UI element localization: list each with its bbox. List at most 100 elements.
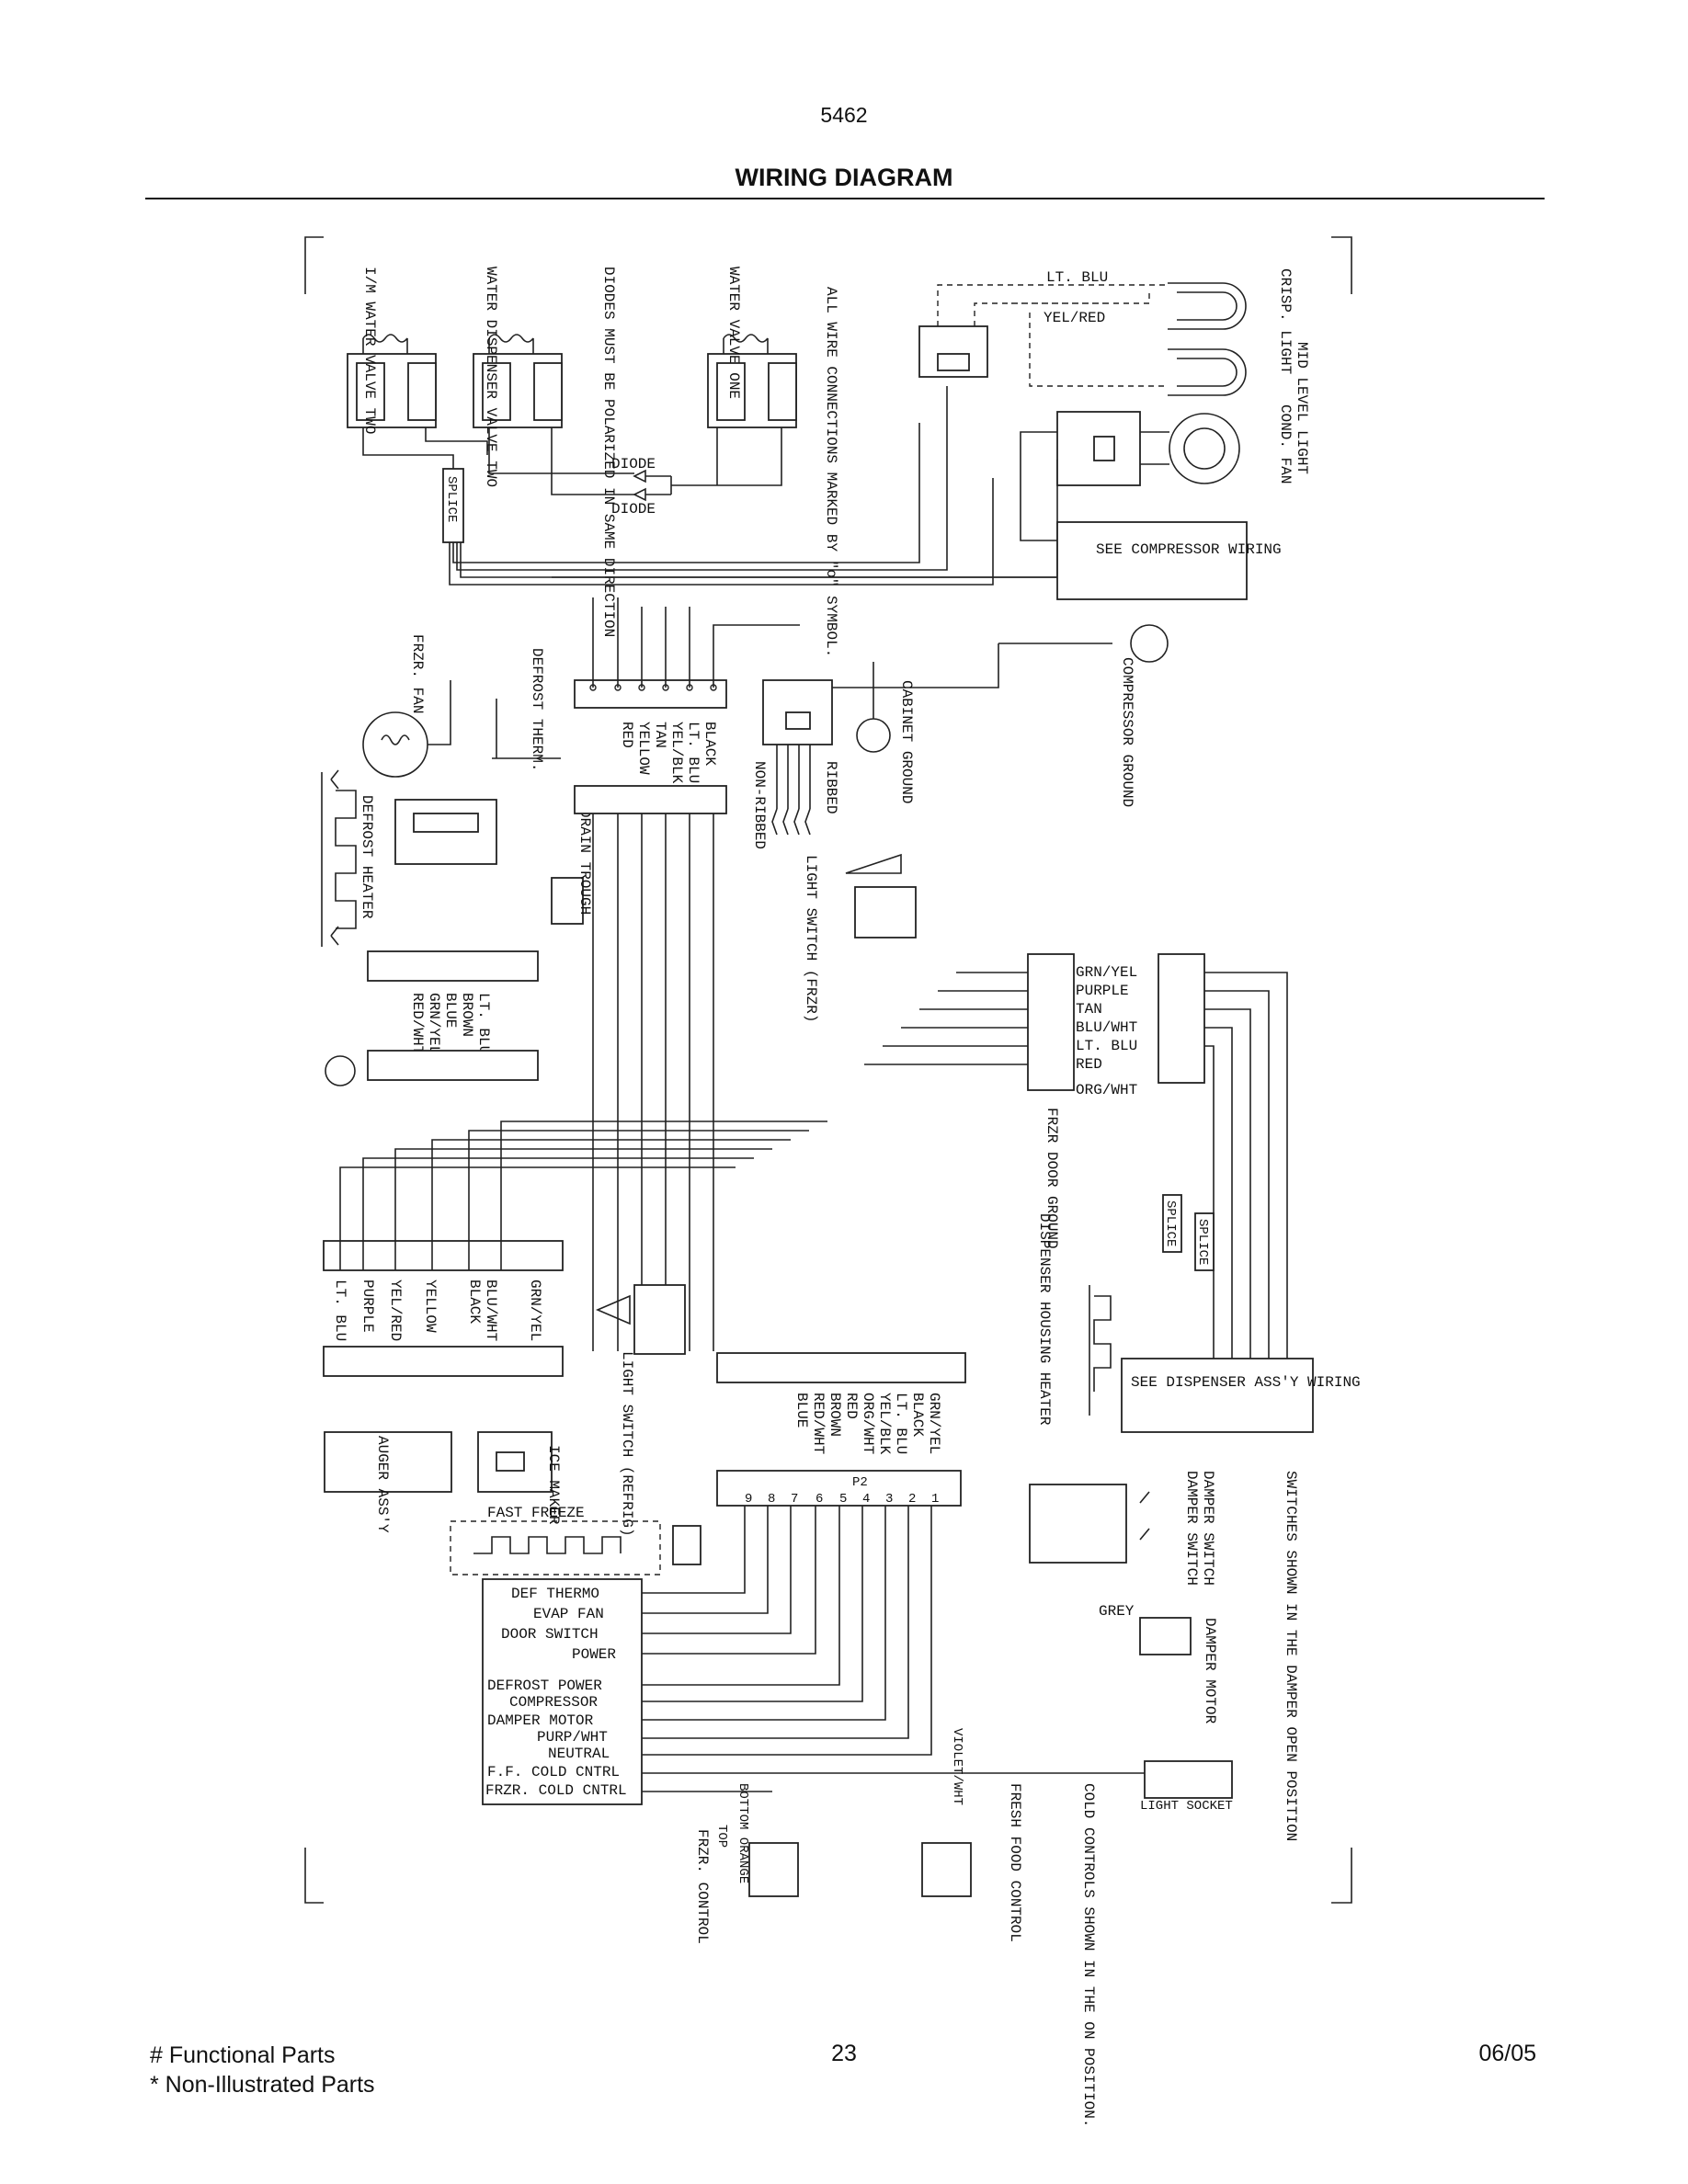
svg-text:DEFROST POWER: DEFROST POWER [487,1678,602,1694]
left-connector-1 [367,950,539,982]
splice-right-2 [1194,1212,1215,1271]
lower-connector [716,1352,966,1383]
svg-text:SPLICE: SPLICE [1195,1219,1210,1265]
svg-text:BLACK: BLACK [466,1280,483,1324]
page-title: WIRING DIAGRAM [735,164,953,191]
light-switch-frzr-label: LIGHT SWITCH (FRZR) [803,855,819,1022]
svg-text:PURPLE: PURPLE [1076,983,1129,999]
violet-wht-label: VIOLET/WHT [950,1728,964,1805]
svg-text:ORG/WHT: ORG/WHT [860,1393,876,1454]
dispenser-housing-heater-label: DISPENSER HOUSING HEATER [1036,1213,1053,1426]
damper-motor-label: DAMPER MOTOR [1202,1618,1218,1724]
frzr-door-ground-label: FRZR DOOR GROUND [1044,1108,1060,1249]
svg-text:RED/WHT: RED/WHT [409,993,426,1054]
light-switch-frzr [854,886,917,938]
svg-text:TAN: TAN [1076,1001,1102,1018]
see-dispenser-box [1121,1358,1314,1433]
svg-text:4: 4 [862,1492,870,1507]
page-date: 06/05 [1478,2041,1536,2066]
upper-connector-pins [589,684,717,691]
defrost-heater-label: DEFROST HEATER [359,795,375,919]
footer-legend: # Functional Parts * Non-Illustrated Par… [150,2041,375,2099]
mid-level-light [1168,348,1247,396]
svg-text:GRN/YEL: GRN/YEL [926,1393,942,1454]
see-compressor-box [1056,521,1248,600]
frame-corners [304,236,1352,1904]
cold-controls-note: COLD CONTROLS SHOWN IN THE ON POSITION. [1080,1783,1097,2127]
svg-text:FRZR. COLD CNTRL: FRZR. COLD CNTRL [485,1782,627,1799]
svg-text:3: 3 [885,1492,893,1507]
upper-connector [574,679,727,709]
svg-text:7: 7 [791,1492,798,1507]
svg-text:DAMPER MOTOR: DAMPER MOTOR [487,1712,594,1729]
damper-switch-label-2: DAMPER SWITCH [1183,1471,1200,1586]
water-valve-one [707,334,797,428]
svg-text:BROWN: BROWN [827,1393,843,1437]
svg-text:RED: RED [619,722,635,748]
right-connector-right [1158,953,1205,1084]
switches-note: SWITCHES SHOWN IN THE DAMPER OPEN POSITI… [1283,1471,1299,1841]
water-valve-one-label: WATER VALVE ONE [725,267,742,399]
top-label: TOP [714,1825,729,1848]
damper-switch-block [1029,1484,1127,1564]
fast-freeze-box [450,1520,661,1575]
splice-right-1 [1162,1194,1182,1253]
svg-text:TAN: TAN [652,722,668,748]
right-connector-labels: GRN/YEL PURPLE TAN BLU/WHT LT. BLU RED O… [1076,964,1137,1098]
drain-trough-heater [551,877,584,925]
legend-non-illustrated: * Non-Illustrated Parts [150,2072,375,2098]
svg-text:8: 8 [768,1492,775,1507]
upper-connector-labels: BLACK LT. BLU YEL/BLK TAN YELLOW RED [619,722,718,784]
svg-text:LT. BLU: LT. BLU [332,1280,348,1341]
connections-note: ALL WIRE CONNECTIONS MARKED BY "o" SYMBO… [823,287,839,657]
svg-text:BLUE: BLUE [793,1393,810,1428]
light-switch-refrig-label: LIGHT SWITCH (REFRIG) [619,1351,635,1537]
svg-text:BLU/WHT: BLU/WHT [1076,1019,1137,1036]
page-number: 23 [831,2041,857,2066]
compressor-ground-label: COMPRESSOR GROUND [1119,657,1135,807]
defrost-therm-label: DEFROST THERM. [529,648,545,771]
cond-fan-label: COND. FAN [1277,404,1294,483]
left-connector-1-labels: LT. BLU BROWN BLUE GRN/YEL RED/WHT [409,993,492,1054]
cond-fan-motor [1169,413,1240,484]
yel-red-top-label: YEL/RED [1044,310,1105,326]
ribbed-label: RIBBED [823,761,839,814]
middle-connector [574,785,727,814]
svg-text:LT. BLU: LT. BLU [685,722,701,783]
damper-switch-label-1: DAMPER SWITCH [1200,1471,1216,1586]
bottom-orange-label: BOTTOM ORANGE [736,1783,750,1883]
lower-connector-labels: GRN/YEL BLACK LT. BLU YEL/BLK ORG/WHT RE… [793,1393,942,1455]
p2-label: P2 [852,1475,868,1490]
cabinet-ground-icon [856,718,891,753]
svg-text:COMPRESSOR: COMPRESSOR [509,1694,598,1711]
svg-text:BLACK: BLACK [701,722,718,766]
non-ribbed-label: NON-RIBBED [751,761,768,849]
svg-text:5: 5 [839,1492,847,1507]
p2-pin-numbers: 9 8 7 6 5 4 3 2 1 [745,1492,939,1507]
mid-level-light-label: MID LEVEL LIGHT [1294,342,1310,474]
svg-text:DOOR SWITCH: DOOR SWITCH [501,1626,599,1643]
water-dispenser-valve [473,334,563,428]
crisp-light [1168,282,1247,330]
svg-text:LT. BLU: LT. BLU [893,1393,909,1454]
svg-text:6: 6 [815,1492,823,1507]
water-dispenser-valve-label: WATER DISPENSER VALVE TWO [483,267,499,487]
damper-motor [1139,1617,1192,1655]
svg-text:EVAP FAN: EVAP FAN [533,1606,604,1622]
ice-maker-label: ICE MAKER [545,1445,562,1525]
fast-freeze-label: FAST FREEZE [487,1505,585,1521]
svg-text:ORG/WHT: ORG/WHT [1076,1082,1137,1098]
svg-text:PURP/WHT: PURP/WHT [537,1729,608,1746]
svg-text:BLACK: BLACK [909,1393,926,1437]
frzr-control-label: FRZR. CONTROL [694,1829,711,1944]
lt-blu-top-label: LT. BLU [1046,269,1108,286]
svg-text:SPLICE: SPLICE [1163,1200,1178,1246]
svg-text:BROWN: BROWN [459,993,475,1037]
control-board [482,1578,643,1805]
svg-text:2: 2 [908,1492,916,1507]
see-compressor-label: SEE COMPRESSOR WIRING [1096,541,1282,558]
control-board-labels: DEF THERMO EVAP FAN DOOR SWITCH POWER DE… [485,1586,627,1799]
right-connector-left [1027,953,1075,1091]
svg-text:PURPLE: PURPLE [359,1280,376,1333]
